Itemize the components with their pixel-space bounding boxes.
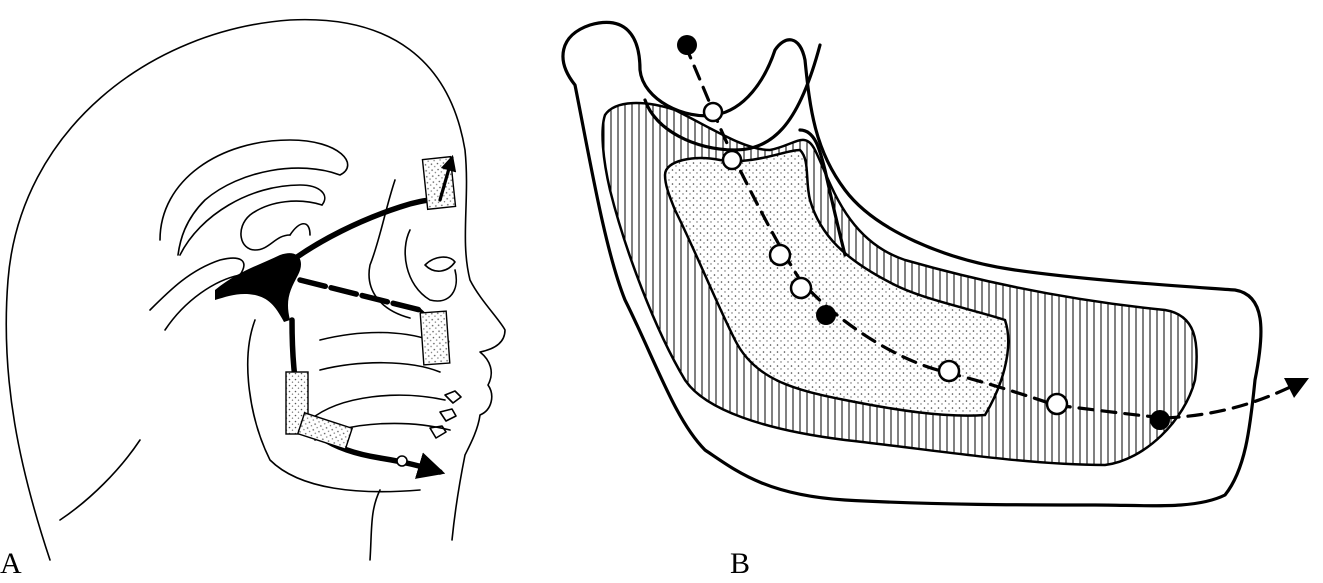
nerve-node <box>723 151 741 169</box>
panel-a: A <box>0 0 540 583</box>
mental-region <box>298 413 352 449</box>
mandible-illustration <box>545 0 1323 583</box>
nerve-node <box>677 35 697 55</box>
head-illustration <box>0 0 540 583</box>
nerve-node <box>770 245 790 265</box>
panel-label-b: B <box>730 549 750 579</box>
panel-label-a: A <box>0 549 22 579</box>
neck-outline <box>370 490 380 560</box>
nerve-node <box>1150 410 1170 430</box>
nerve-node <box>1047 394 1067 414</box>
nerve-node <box>816 305 836 325</box>
brain-corpus-callosum <box>160 140 348 255</box>
infraorbital-foramen-region <box>420 311 450 365</box>
eye <box>425 257 455 271</box>
nerve-node <box>704 103 722 121</box>
maxillary-nerve <box>300 280 420 310</box>
orbit <box>405 230 456 301</box>
mental-foramen <box>397 456 407 466</box>
nerve-node <box>939 361 959 381</box>
nerve-node <box>791 278 811 298</box>
ophthalmic-nerve <box>290 198 445 262</box>
panel-b: B <box>545 0 1323 583</box>
